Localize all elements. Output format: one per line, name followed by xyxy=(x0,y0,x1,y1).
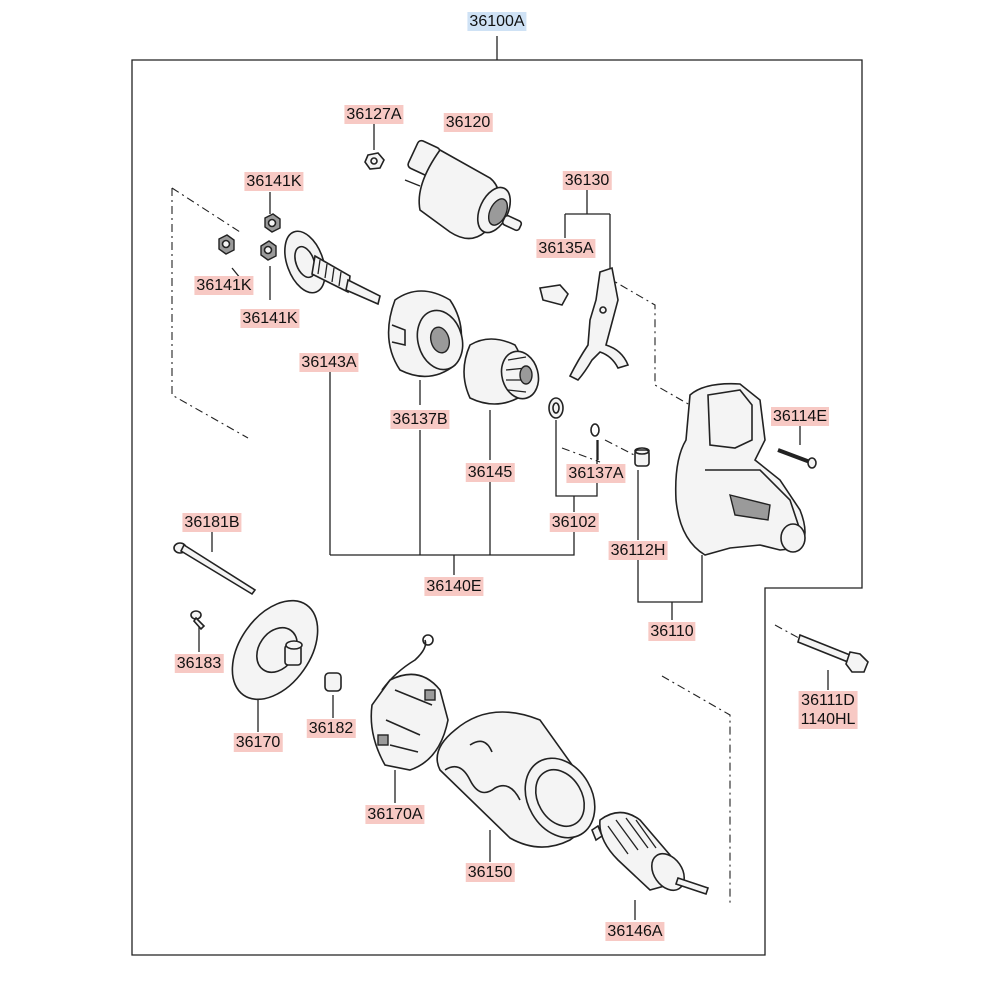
part-label-36114E[interactable]: 36114E xyxy=(771,407,829,426)
yoke-36150-icon[interactable] xyxy=(436,711,609,850)
pinion-36145-icon[interactable] xyxy=(463,338,544,405)
brush-holder-36170A-icon[interactable] xyxy=(370,634,449,771)
part-label-36141K-bottom[interactable]: 36141K xyxy=(240,309,300,328)
bushing-36182-icon[interactable] xyxy=(324,672,342,692)
bolt-36114E-icon[interactable] xyxy=(777,448,817,469)
part-label-36140E[interactable]: 36140E xyxy=(424,577,484,596)
part-label-36111D-1140HL[interactable]: 36111D 1140HL xyxy=(798,691,858,729)
part-label-36137B[interactable]: 36137B xyxy=(390,410,450,429)
part-label-36135A[interactable]: 36135A xyxy=(536,239,596,258)
part-label-36146A[interactable]: 36146A xyxy=(605,922,665,941)
armature-36146A-icon[interactable] xyxy=(591,811,710,897)
assembly-frame xyxy=(131,59,863,956)
bushing-36112H-icon[interactable] xyxy=(634,447,650,467)
part-label-36145[interactable]: 36145 xyxy=(465,463,515,482)
part-label-36137A[interactable]: 36137A xyxy=(566,464,626,483)
part-label-36170A[interactable]: 36170A xyxy=(365,805,425,824)
bolt-36111D-icon[interactable] xyxy=(797,633,869,673)
clip-36137A-icon[interactable] xyxy=(590,423,600,437)
part-label-36182[interactable]: 36182 xyxy=(306,719,356,738)
part-label-1140HL[interactable]: 1140HL xyxy=(798,710,858,729)
part-label-36183[interactable]: 36183 xyxy=(174,654,224,673)
nut-36141K-left-icon[interactable] xyxy=(218,234,235,255)
drive-shaft-36143A-icon[interactable] xyxy=(277,226,381,306)
screw-36183-icon[interactable] xyxy=(190,610,206,631)
part-label-36110[interactable]: 36110 xyxy=(648,622,696,641)
part-label-36170[interactable]: 36170 xyxy=(233,733,283,752)
part-label-36102[interactable]: 36102 xyxy=(549,513,599,532)
nut-36141K-mid-icon[interactable] xyxy=(260,240,277,261)
rear-cover-36170-icon[interactable] xyxy=(215,585,335,715)
part-label-36120[interactable]: 36120 xyxy=(443,113,493,132)
part-label-36130[interactable]: 36130 xyxy=(562,171,612,190)
part-label-36141K-left[interactable]: 36141K xyxy=(194,276,254,295)
spring-holder-36135A-icon[interactable] xyxy=(539,284,569,306)
nut-36141K-top-icon[interactable] xyxy=(264,213,281,233)
assembly-label-36100A[interactable]: 36100A xyxy=(467,12,527,31)
part-label-36150[interactable]: 36150 xyxy=(465,863,515,882)
clutch-housing-36137B-icon[interactable] xyxy=(387,290,469,378)
through-bolt-36181B-icon[interactable] xyxy=(173,542,257,596)
part-label-36127A[interactable]: 36127A xyxy=(344,105,404,124)
solenoid-switch-36120-icon[interactable] xyxy=(404,139,523,240)
washer-36102-icon[interactable] xyxy=(548,397,564,419)
shift-lever-36130-icon[interactable] xyxy=(568,266,630,381)
part-label-36181B[interactable]: 36181B xyxy=(182,513,242,532)
part-label-36141K-top[interactable]: 36141K xyxy=(244,172,304,191)
front-housing-36110-icon[interactable] xyxy=(674,382,806,556)
part-label-36112H[interactable]: 36112H xyxy=(608,541,668,560)
nut-36127A-icon[interactable] xyxy=(364,152,385,170)
part-label-36143A[interactable]: 36143A xyxy=(299,353,359,372)
part-label-36111D[interactable]: 36111D xyxy=(798,691,858,710)
